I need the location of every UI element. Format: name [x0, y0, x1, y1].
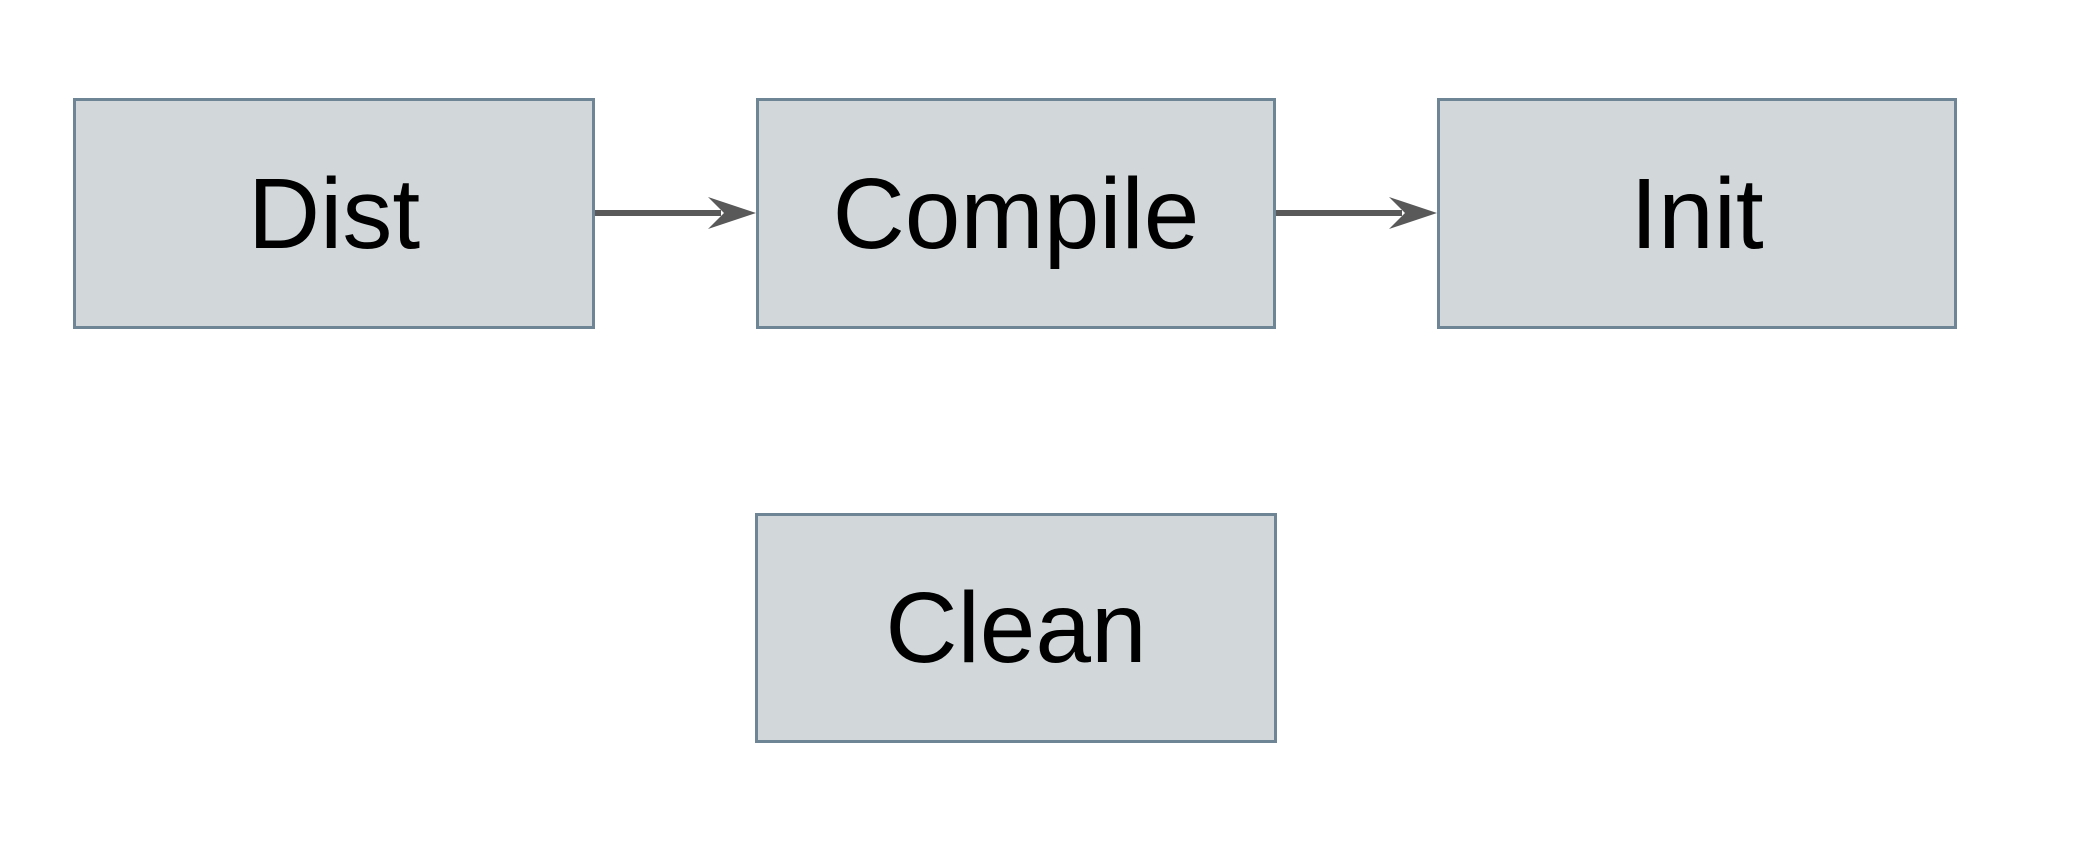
arrow-compile-to-init[interactable]	[1276, 196, 1437, 230]
node-clean-label: Clean	[885, 572, 1147, 684]
node-compile[interactable]: Compile	[756, 98, 1276, 329]
node-dist-label: Dist	[247, 157, 421, 270]
node-init-label: Init	[1630, 157, 1764, 270]
node-compile-label: Compile	[832, 157, 1200, 270]
node-clean[interactable]: Clean	[755, 513, 1277, 743]
arrow-head-right-icon	[708, 197, 756, 229]
arrow-head-right-icon	[1389, 197, 1437, 229]
node-dist[interactable]: Dist	[73, 98, 595, 329]
arrow-dist-to-compile[interactable]	[595, 196, 756, 230]
node-init[interactable]: Init	[1437, 98, 1957, 329]
